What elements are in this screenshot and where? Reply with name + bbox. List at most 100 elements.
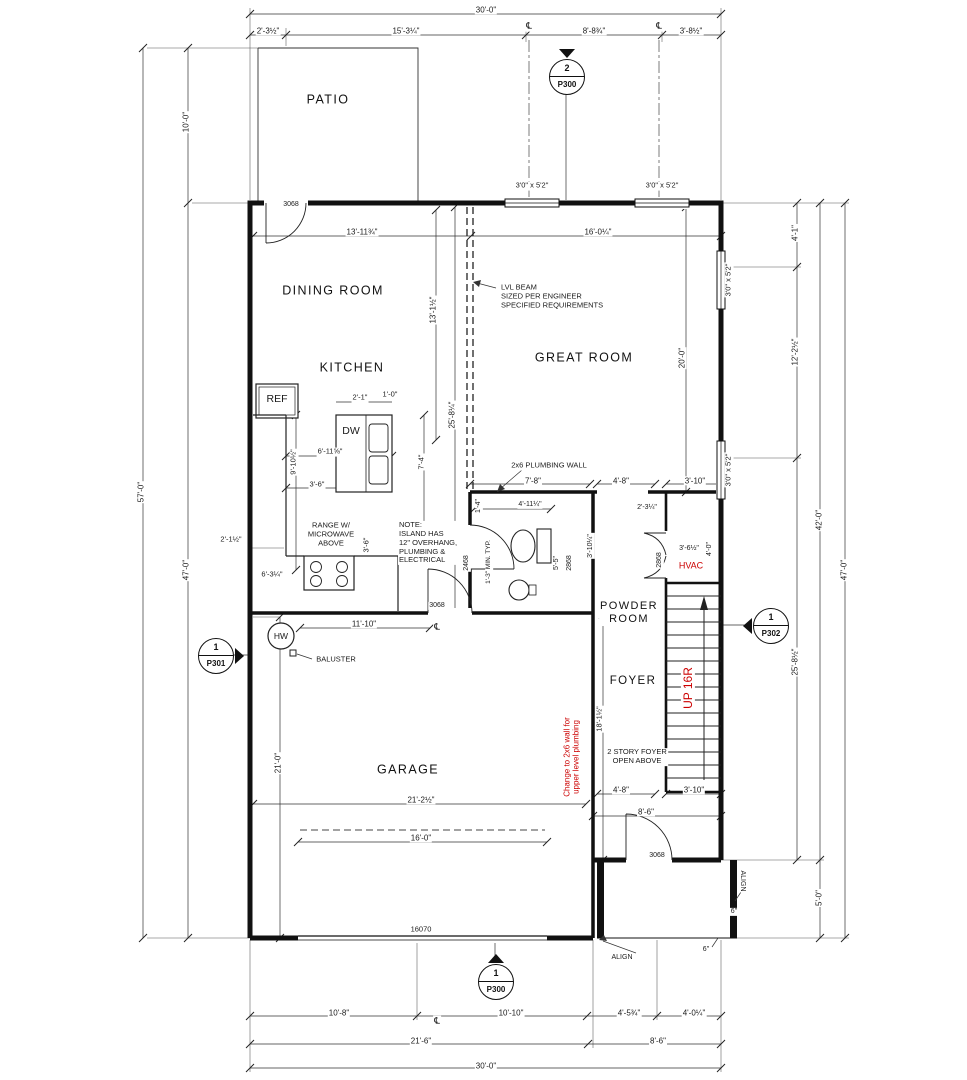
- sink-bowl: [368, 423, 389, 453]
- garage-door: [298, 935, 547, 941]
- room-label-patio: PATIO: [305, 92, 351, 108]
- room-label-kitchen: KITCHEN: [318, 360, 386, 376]
- door-size-2868-hvac: 2868: [655, 551, 665, 569]
- appliance-dw-label: DW: [341, 424, 361, 438]
- centerline-symbol-2: ℄: [655, 20, 663, 32]
- garage-door-size: 16070: [409, 924, 433, 935]
- dim-garage-width: 21'-2½": [406, 795, 436, 805]
- dim-island-2: 1'-0": [381, 389, 399, 400]
- dim-stair-bottom-1: 4'-8": [612, 785, 630, 795]
- dim-top-overall: 30'-0": [474, 5, 498, 15]
- dim-porch-width: 8'-6": [637, 807, 655, 817]
- dim-right-47: 47'-0": [839, 558, 849, 582]
- dim-hall-top: 4'-8": [612, 476, 630, 486]
- window-size-top-2: 3'0" x 5'2": [644, 180, 680, 191]
- dim-kitchen-counter: 2'-1½": [219, 534, 243, 545]
- stairs: [289, 595, 721, 780]
- door-size-3068-front: 3068: [648, 851, 666, 861]
- dim-hvac-depth: 4'-0": [705, 541, 715, 557]
- dim-greatroom-height: 20'-0": [677, 346, 687, 370]
- water-heater-label: HW: [272, 630, 290, 642]
- centerline-symbol-3: ℄: [433, 621, 441, 633]
- hvac-label: HVAC: [677, 560, 705, 572]
- dim-right-2: 12'-2½": [790, 337, 800, 367]
- note-plumbing-change: Change to 2x6 wall for upper level plumb…: [562, 716, 582, 798]
- powder-fixtures: [508, 528, 552, 601]
- note-island: NOTE: ISLAND HAS 12" OVERHANG, PLUMBING …: [398, 519, 459, 566]
- dim-island-depth: 7'-4": [416, 453, 427, 471]
- centerlines: [300, 40, 660, 831]
- dim-right-5: 5'-0": [814, 889, 824, 907]
- door-size-3068-garage: 3068: [428, 601, 446, 611]
- dim-bottom-seg-4: 4'-0¼": [681, 1008, 707, 1018]
- dim-bottom-seg-2: 10'-10": [497, 1008, 525, 1018]
- dim-top-seg-3: 8'-8¾": [581, 26, 607, 36]
- dim-porch-6b: 6": [701, 945, 711, 955]
- dim-kitchen-run: 6'-11⅝": [316, 446, 344, 457]
- sink-bowl: [368, 455, 389, 485]
- dim-foyer-height: 18'-1½": [594, 705, 605, 733]
- dim-garage-top: 11'-10": [350, 619, 378, 629]
- toilet-bowl: [510, 529, 536, 563]
- door-size-3068-patio: 3068: [282, 200, 300, 210]
- section-marker-bottom: 1 P300: [478, 954, 514, 1000]
- dim-powder-side: 3'-10¼": [586, 533, 596, 559]
- section-arrow-icon: [743, 618, 752, 634]
- marker-number: 1: [199, 639, 233, 656]
- dim-powder-small-1: 1'-4": [474, 498, 484, 514]
- dim-bottom-seg-1: 10'-8": [327, 1008, 351, 1018]
- marker-sheet: P302: [761, 629, 781, 638]
- dim-kitchen-2: 3'-6": [308, 479, 326, 490]
- dim-bottom-21: 21'-6": [409, 1036, 433, 1046]
- stairs-up-label: UP 16R: [680, 666, 696, 710]
- room-label-great: GREAT ROOM: [533, 350, 635, 366]
- section-arrow-icon: [559, 49, 575, 58]
- dim-left-overall: 57'-0": [136, 480, 146, 504]
- marker-number: 1: [754, 609, 788, 626]
- exterior-walls: [247, 200, 724, 941]
- marker-sheet: P300: [557, 80, 577, 89]
- toilet-tank: [536, 528, 552, 564]
- window-size-right-1: 3'0" x 5'2": [723, 262, 734, 298]
- note-range: RANGE W/ MICROWAVE ABOVE: [306, 520, 356, 549]
- dim-dining-width: 13'-11¾": [345, 227, 379, 237]
- note-plumbing-wall: 2x6 PLUMBING WALL: [510, 460, 588, 471]
- door-size-2868-powder: 2868: [565, 554, 575, 572]
- dim-powder-top: 7'-8": [524, 476, 542, 486]
- marker-sheet: P300: [486, 985, 506, 994]
- centerline-symbol-1: ℄: [525, 20, 533, 32]
- marker-sheet: P301: [206, 659, 226, 668]
- dim-right-3: 25'-8½": [790, 647, 800, 677]
- dim-top-seg-1: 2'-3½": [255, 26, 281, 36]
- dim-powder-small-2: 4'-11¼": [517, 500, 543, 510]
- room-label-foyer: FOYER: [608, 675, 658, 689]
- room-label-dining: DINING ROOM: [281, 283, 385, 299]
- porch: [597, 860, 737, 939]
- note-leaders: [296, 280, 742, 954]
- dim-top-seg-2: 15'-3¼": [391, 26, 421, 36]
- dim-top-seg-4: 3'-8½": [678, 26, 704, 36]
- marker-number: 2: [550, 60, 584, 77]
- section-marker-left: 1 P301: [198, 638, 244, 674]
- dim-left-patio: 10'-0": [181, 110, 191, 134]
- section-marker-right: 1 P302: [743, 608, 789, 644]
- window-size-right-2: 3'0" x 5'2": [723, 452, 734, 488]
- dim-bottom-seg-3: 4'-5¾": [616, 1008, 642, 1018]
- dim-hvac-width: 3'-6½": [678, 544, 700, 554]
- window-size-top-1: 3'0" x 5'2": [514, 180, 550, 191]
- centerline-symbol-4: ℄: [433, 1015, 441, 1027]
- section-arrow-icon: [488, 954, 504, 963]
- dim-range: 3'-6": [361, 536, 372, 554]
- note-baluster: BALUSTER: [315, 654, 357, 665]
- note-lvl-beam: LVL BEAM SIZED PER ENGINEER SPECIFIED RE…: [500, 282, 605, 311]
- dim-stair-bottom-2: 3'-10": [682, 785, 706, 795]
- dim-right-1: 4'-1": [790, 224, 800, 242]
- room-label-garage: GARAGE: [376, 762, 440, 778]
- dim-counter-bottom: 6'-3¼": [260, 569, 284, 580]
- dim-garage-height: 21'-0": [273, 751, 283, 775]
- dim-right-42: 42'-0": [814, 508, 824, 532]
- dim-powder-5-5: 5'-5": [552, 555, 562, 571]
- dim-stair-top: 3'-10": [683, 476, 707, 486]
